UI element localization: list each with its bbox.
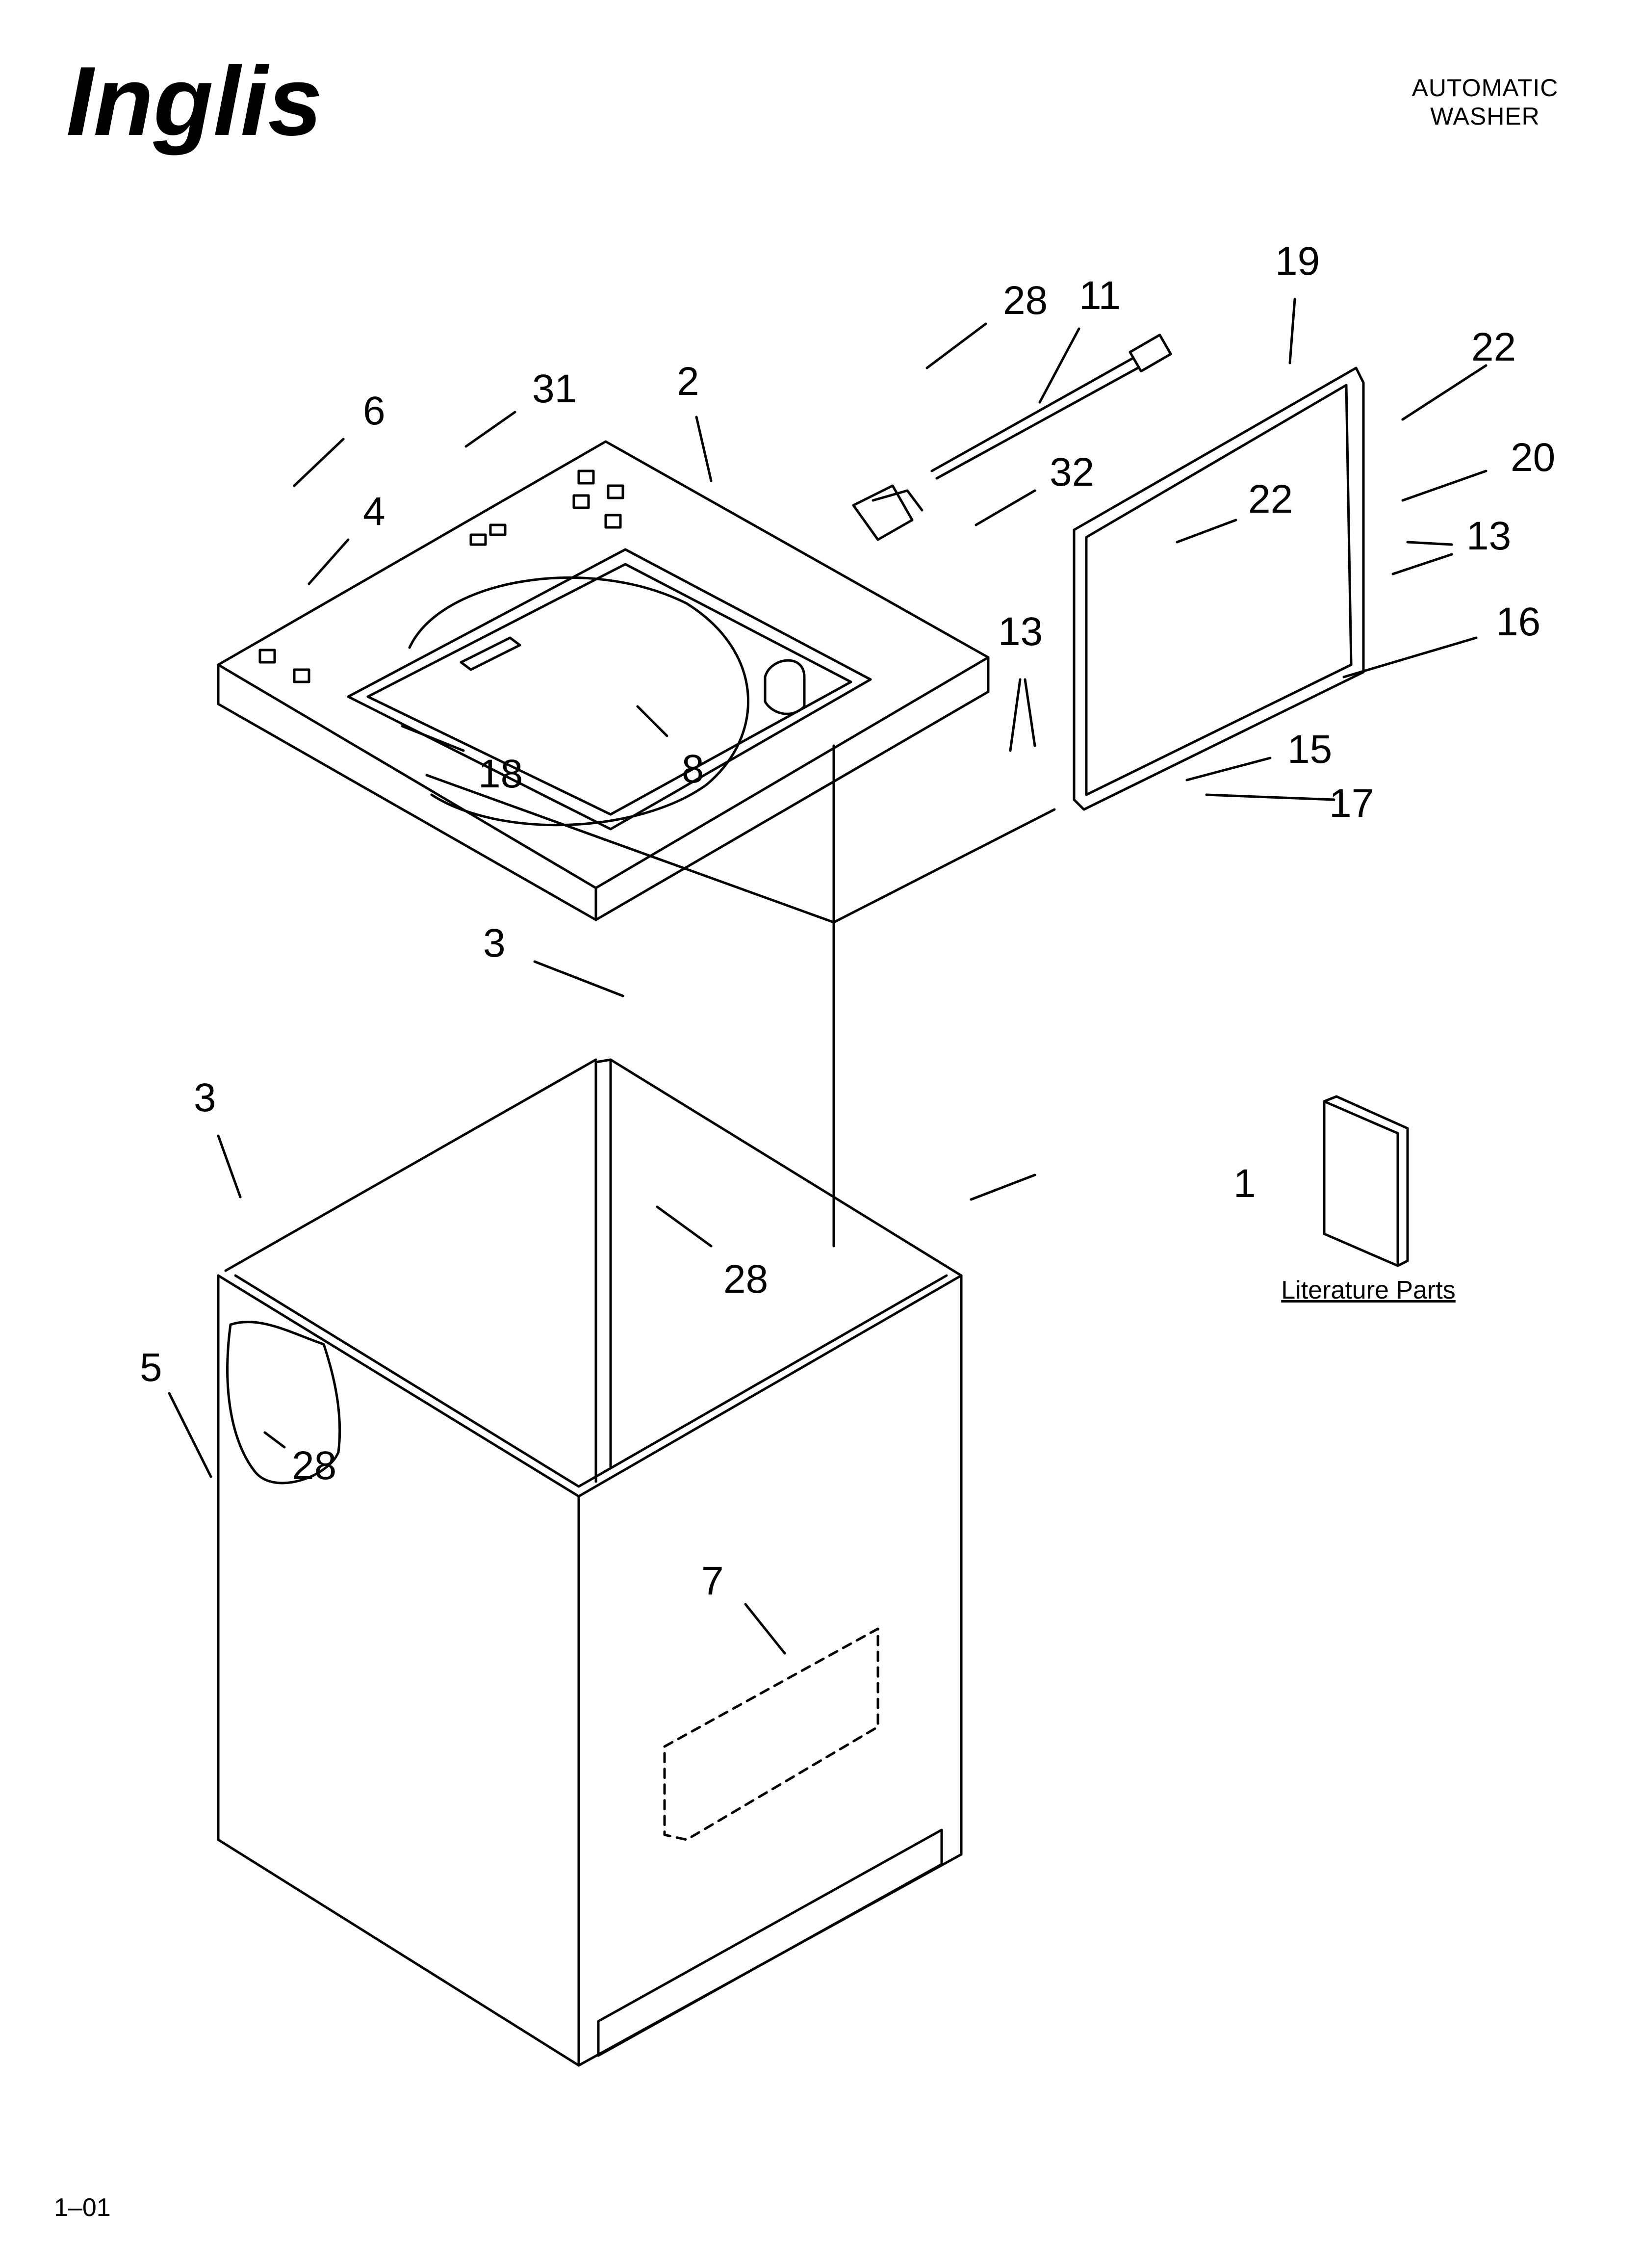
callout-5: 5 [140, 1345, 162, 1390]
callout-22b: 22 [1248, 477, 1293, 521]
cabinet [217, 1058, 963, 2067]
callout-28c: 28 [292, 1443, 336, 1488]
callout-31: 31 [532, 366, 577, 411]
callout-11: 11 [1079, 273, 1121, 318]
callout-7: 7 [701, 1559, 724, 1603]
page-number: 1–01 [54, 2193, 111, 2222]
callout-17: 17 [1329, 781, 1374, 826]
callout-18: 18 [478, 752, 523, 796]
literature-book [1323, 1095, 1409, 1267]
callout-28a: 28 [1003, 278, 1048, 323]
document-title: AUTOMATIC WASHER [1382, 74, 1588, 130]
callout-2: 2 [677, 359, 699, 404]
callout-3a: 3 [483, 921, 506, 965]
callout-15: 15 [1287, 727, 1332, 772]
callout-3b: 3 [194, 1075, 216, 1120]
title-line-2: WASHER [1430, 103, 1540, 130]
logo-text: Inglis [66, 47, 322, 156]
callout-13b: 13 [998, 609, 1043, 654]
leader-lines [168, 298, 1488, 1655]
callout-4: 4 [363, 489, 385, 534]
callout-22a: 22 [1471, 325, 1516, 369]
callout-19: 19 [1275, 239, 1320, 284]
callout-8: 8 [682, 747, 704, 791]
callout-16: 16 [1496, 600, 1540, 644]
wiring-harness [852, 334, 1172, 541]
callout-13a: 13 [1466, 514, 1511, 558]
callout-20: 20 [1511, 435, 1555, 480]
callout-32: 32 [1050, 450, 1094, 495]
callout-labels: 1 2 3 3 4 5 6 7 8 11 13 13 15 16 17 18 1… [140, 239, 1555, 1603]
top-panel [217, 440, 1056, 1248]
literature-parts-label: Literature Parts [1281, 1276, 1456, 1304]
inglis-logo: Inglis [66, 47, 322, 156]
callout-28b: 28 [723, 1257, 768, 1302]
title-line-1: AUTOMATIC [1411, 74, 1559, 102]
callout-1: 1 [1233, 1161, 1256, 1206]
callout-6: 6 [363, 389, 385, 433]
